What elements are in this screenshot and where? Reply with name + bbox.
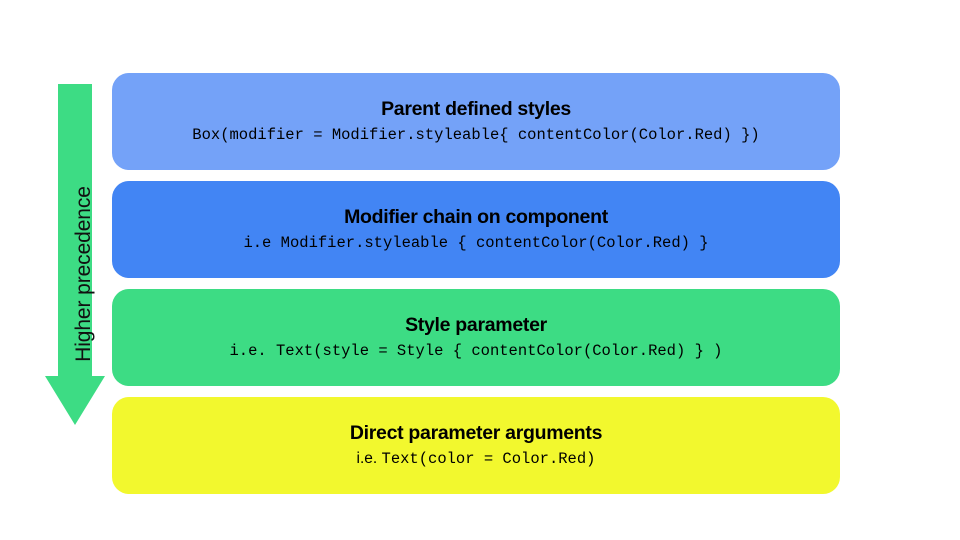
level-box-style-parameter[interactable]: Style parameter i.e. Text(style = Style …: [112, 289, 840, 386]
down-arrow-icon: [45, 84, 105, 425]
level-code: i.e. Text(color = Color.Red): [357, 450, 596, 469]
level-title: Modifier chain on component: [344, 206, 608, 229]
precedence-stack: Parent defined styles Box(modifier = Mod…: [112, 73, 840, 494]
axis-label-higher-precedence: Higher precedence: [72, 186, 95, 362]
level-box-parent-defined-styles[interactable]: Parent defined styles Box(modifier = Mod…: [112, 73, 840, 170]
level-title: Direct parameter arguments: [349, 422, 603, 445]
level-code-text: Text(color = Color.Red): [381, 449, 596, 468]
level-code: i.e. Text(style = Style { contentColor(C…: [229, 341, 723, 360]
level-code: i.e Modifier.styleable { contentColor(Co…: [243, 233, 709, 252]
precedence-arrow: [44, 84, 108, 474]
level-title: Parent defined styles: [381, 98, 571, 121]
level-box-modifier-chain[interactable]: Modifier chain on component i.e Modifier…: [112, 181, 840, 278]
level-title: Style parameter: [405, 314, 547, 337]
level-code: Box(modifier = Modifier.styleable{ conte…: [192, 125, 760, 144]
level-box-direct-parameter-arguments[interactable]: Direct parameter arguments i.e. Text(col…: [112, 397, 840, 494]
level-code-prefix: i.e.: [356, 449, 382, 467]
down-arrow-shape: [45, 84, 105, 425]
